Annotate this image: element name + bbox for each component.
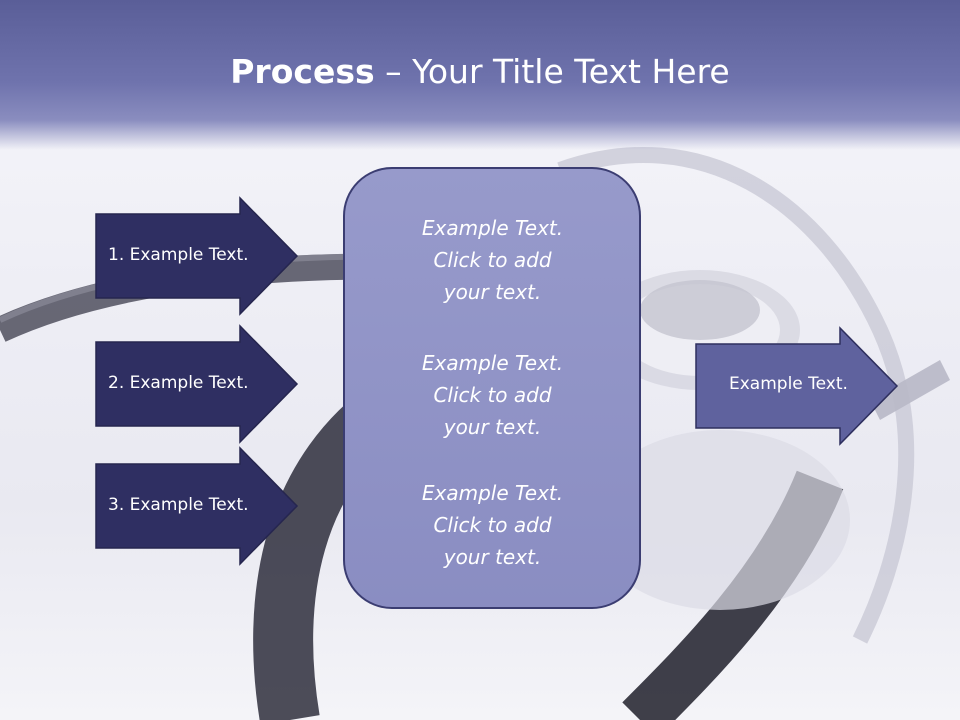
center-text-block-2: Example Text. Click to add your text. — [345, 347, 640, 443]
left-arrow-2[interactable] — [95, 324, 299, 444]
title-rest: – Your Title Text Here — [374, 52, 730, 91]
center-line: your text. — [443, 280, 542, 304]
left-arrow-2-label: 2. Example Text. — [108, 373, 249, 393]
right-arrow[interactable] — [695, 326, 899, 446]
center-line: Example Text. — [421, 351, 564, 375]
center-text-block-3: Example Text. Click to add your text. — [345, 477, 640, 573]
center-line: Example Text. — [421, 216, 564, 240]
center-line: Click to add — [433, 383, 552, 407]
title-bold: Process — [230, 52, 375, 91]
center-text-block-1: Example Text. Click to add your text. — [345, 212, 640, 308]
header-band — [0, 0, 960, 150]
center-box[interactable] — [343, 167, 641, 609]
center-line: your text. — [443, 545, 542, 569]
left-arrow-3-label: 3. Example Text. — [108, 495, 249, 515]
center-line: Click to add — [433, 248, 552, 272]
left-arrow-1-label: 1. Example Text. — [108, 245, 249, 265]
right-arrow-label: Example Text. — [729, 374, 848, 394]
left-arrow-1[interactable] — [95, 196, 299, 316]
center-line: Example Text. — [421, 481, 564, 505]
center-line: your text. — [443, 415, 542, 439]
slide-title[interactable]: Process – Your Title Text Here — [0, 52, 960, 91]
center-line: Click to add — [433, 513, 552, 537]
left-arrow-3[interactable] — [95, 446, 299, 566]
